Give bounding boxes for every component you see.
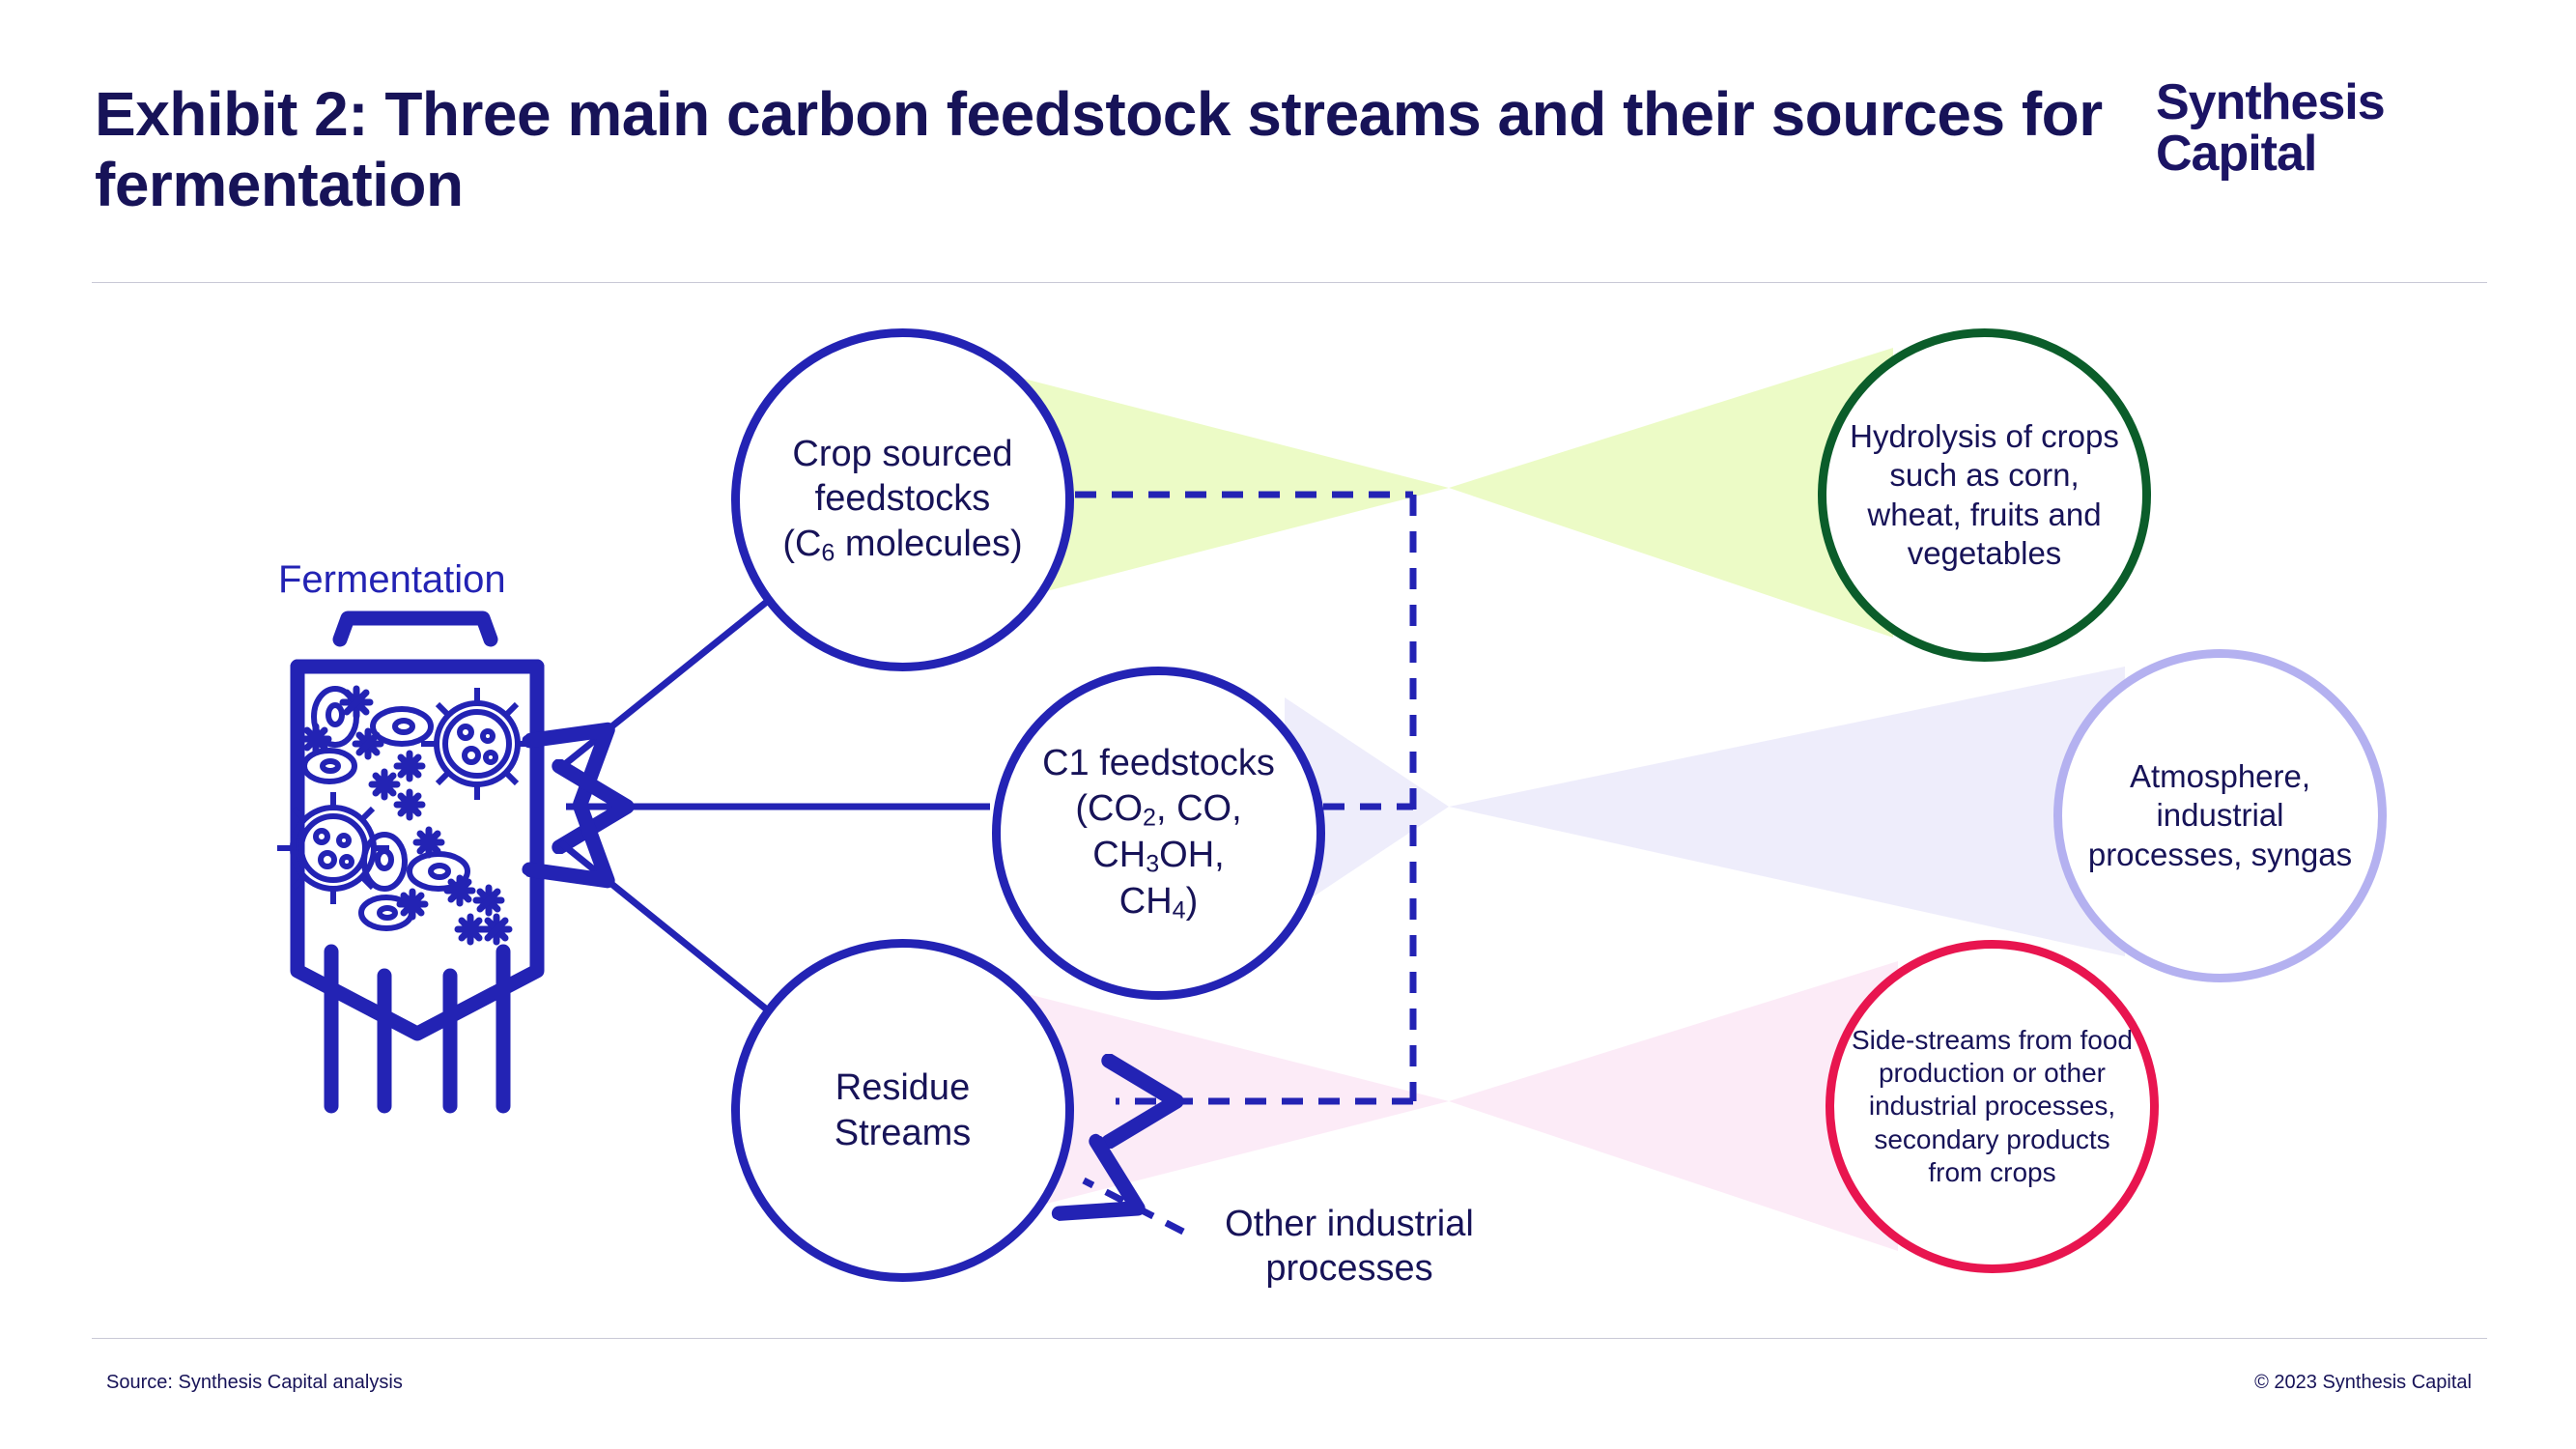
c1-line-3a: CH	[1118, 880, 1173, 922]
node-label: C1 feedstocks (CO2, CO, CH3OH, CH4)	[1001, 741, 1316, 925]
node-atmosphere-industrial-syngas[interactable]: Atmosphere, industrial processes, syngas	[2053, 649, 2387, 982]
node-crop-sourced-feedstocks[interactable]: Crop sourced feedstocks (C6 molecules)	[731, 328, 1074, 671]
c1-line-3b: )	[1185, 880, 1199, 922]
copyright-note: © 2023 Synthesis Capital	[2254, 1372, 2472, 1393]
dashed-recycle-path	[1075, 491, 1417, 1101]
arrow-crop-to-fermenter	[560, 594, 776, 768]
crop-line-2: feedstocks	[814, 478, 991, 520]
logo-line-1: Synthesis	[2156, 74, 2386, 130]
logo-line-2: Capital	[2156, 126, 2317, 183]
node-c1-feedstocks[interactable]: C1 feedstocks (CO2, CO, CH3OH, CH4)	[992, 667, 1325, 1000]
node-label: Atmosphere, industrial processes, syngas	[2087, 758, 2353, 872]
node-side-streams-food-production[interactable]: Side-streams from food production or oth…	[1826, 940, 2159, 1273]
c1-line-3a-sub: 4	[1172, 896, 1186, 924]
footer-divider	[92, 1338, 2487, 1339]
page-title: Exhibit 2: Three main carbon feedstock s…	[95, 79, 2103, 219]
feed-arrows-to-fermenter	[560, 594, 990, 1017]
node-label: Residue Streams	[819, 1065, 986, 1155]
node-hydrolysis-of-crops[interactable]: Hydrolysis of crops such as corn, wheat,…	[1818, 328, 2151, 662]
c1-line-1: C1 feedstocks	[1042, 743, 1275, 784]
other-proc-line-2: processes	[1265, 1247, 1433, 1289]
dashed-arrow-other-processes	[1084, 1180, 1185, 1236]
arrow-residue-to-fermenter	[560, 842, 776, 1017]
node-label: Side-streams from food production or oth…	[1852, 1025, 2133, 1187]
source-note: Source: Synthesis Capital analysis	[106, 1372, 403, 1393]
residue-line-2: Streams	[834, 1112, 972, 1153]
c1-line-2a-sub: 2	[1143, 804, 1156, 832]
other-proc-line-1: Other industrial	[1225, 1204, 1474, 1244]
microbe-doodles	[277, 685, 533, 946]
header-divider	[92, 282, 2487, 283]
c1-line-2c: OH,	[1159, 834, 1225, 875]
node-residue-streams[interactable]: Residue Streams	[731, 939, 1074, 1282]
c1-line-2b: , CO, CH	[1092, 787, 1242, 875]
stream-band-crop-to-hydrolysis	[1024, 348, 1893, 638]
fermentation-label: Fermentation	[278, 558, 506, 601]
crop-line-1: Crop sourced	[792, 434, 1013, 475]
crop-line-3-prefix: (C	[782, 523, 822, 564]
fermentation-tank-icon	[290, 611, 545, 1114]
residue-line-1: Residue	[835, 1067, 971, 1109]
c1-line-2b-sub: 3	[1146, 850, 1160, 878]
node-label: Hydrolysis of crops such as corn, wheat,…	[1850, 418, 2119, 571]
other-industrial-processes-label: Other industrial processes	[1200, 1203, 1499, 1291]
node-label: Crop sourced feedstocks (C6 molecules)	[767, 432, 1037, 568]
synthesis-capital-logo: Synthesis Capital	[2156, 74, 2484, 183]
c1-line-2a: (CO	[1075, 787, 1143, 829]
crop-line-3-sub: 6	[821, 539, 835, 567]
crop-line-3-suffix: molecules)	[835, 523, 1023, 564]
